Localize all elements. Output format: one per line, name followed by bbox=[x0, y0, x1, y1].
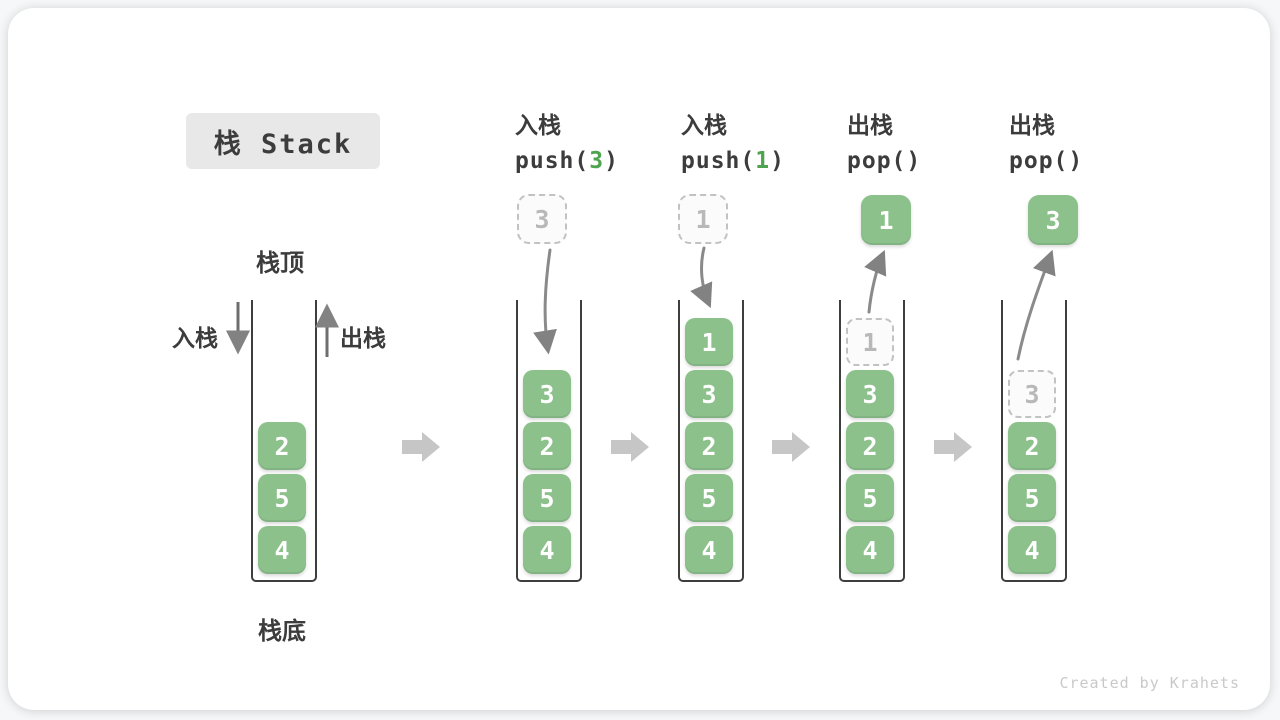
code-arg: 3 bbox=[589, 148, 605, 174]
stack-cell: 2 bbox=[685, 422, 733, 470]
stack-cell: 3 bbox=[523, 370, 571, 418]
operation-label-pop-3: 出栈 pop() bbox=[1009, 106, 1149, 174]
stack-cell-ghost: 3 bbox=[1008, 370, 1056, 418]
operation-cjk-label: 入栈 bbox=[515, 112, 561, 138]
stack-bottom-label: 栈底 bbox=[258, 618, 306, 645]
popped-value-box: 1 bbox=[861, 195, 911, 245]
code-text: ) bbox=[1068, 148, 1084, 174]
code-text: push( bbox=[681, 148, 756, 174]
stack-cell: 2 bbox=[258, 422, 306, 470]
stack-cell: 5 bbox=[685, 474, 733, 522]
stack-cell-ghost: 1 bbox=[846, 318, 894, 366]
operation-label-push-1: 入栈 push(1) bbox=[681, 106, 821, 174]
operation-cjk-label: 出栈 bbox=[847, 112, 893, 138]
code-text: pop( bbox=[847, 148, 907, 174]
operation-cjk-label: 入栈 bbox=[681, 112, 727, 138]
credit-text: Created by Krahets bbox=[1059, 674, 1240, 692]
stack-cell: 2 bbox=[523, 422, 571, 470]
code-text: push( bbox=[515, 148, 590, 174]
operation-code-label: pop() bbox=[1009, 148, 1149, 174]
stack-cell: 5 bbox=[258, 474, 306, 522]
pop-direction-label: 出栈 bbox=[340, 325, 386, 351]
code-arg: 1 bbox=[755, 148, 771, 174]
incoming-value-box: 3 bbox=[517, 194, 567, 244]
popped-value-box: 3 bbox=[1028, 195, 1078, 245]
operation-code-label: push(3) bbox=[515, 148, 655, 174]
operation-label-push-3: 入栈 push(3) bbox=[515, 106, 655, 174]
stack-cell: 3 bbox=[846, 370, 894, 418]
operation-cjk-label: 出栈 bbox=[1009, 112, 1055, 138]
push-direction-label: 入栈 bbox=[172, 325, 218, 351]
stack-top-label: 栈顶 bbox=[256, 250, 304, 277]
stack-cell: 1 bbox=[685, 318, 733, 366]
code-text: pop( bbox=[1009, 148, 1069, 174]
stack-cell: 4 bbox=[685, 526, 733, 574]
code-text: ) bbox=[604, 148, 619, 174]
stack-cell: 5 bbox=[846, 474, 894, 522]
stack-cell: 4 bbox=[1008, 526, 1056, 574]
stack-cell: 5 bbox=[523, 474, 571, 522]
stack-cell: 4 bbox=[258, 526, 306, 574]
operation-label-pop-1: 出栈 pop() bbox=[847, 106, 987, 174]
diagram-title: 栈 Stack bbox=[186, 113, 380, 169]
operation-code-label: pop() bbox=[847, 148, 987, 174]
code-text: ) bbox=[770, 148, 785, 174]
operation-code-label: push(1) bbox=[681, 148, 821, 174]
stack-cell: 3 bbox=[685, 370, 733, 418]
stack-cell: 5 bbox=[1008, 474, 1056, 522]
stack-cell: 4 bbox=[523, 526, 571, 574]
stack-cell: 2 bbox=[846, 422, 894, 470]
code-text: ) bbox=[906, 148, 922, 174]
stack-cell: 4 bbox=[846, 526, 894, 574]
stack-cell: 2 bbox=[1008, 422, 1056, 470]
incoming-value-box: 1 bbox=[678, 194, 728, 244]
